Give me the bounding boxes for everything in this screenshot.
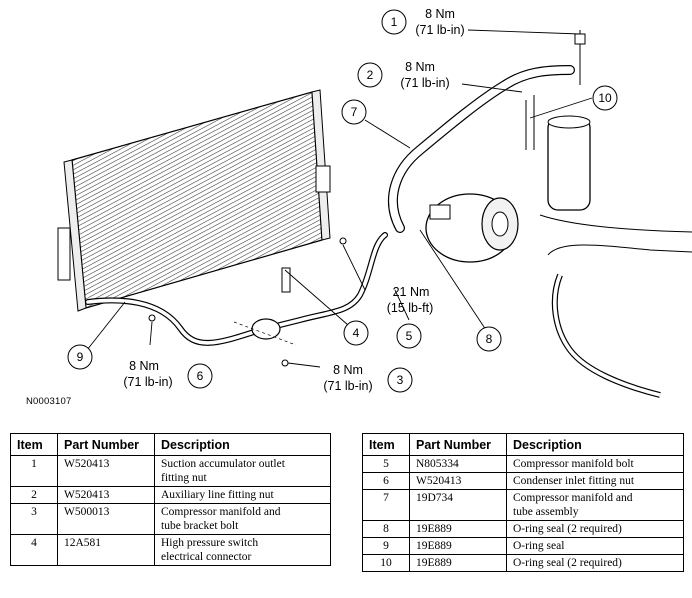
table-row: 10 19E889 O-ring seal (2 required) <box>362 554 684 572</box>
table-row: 9 19E889 O-ring seal <box>362 537 684 555</box>
description-line: Compressor manifold and <box>161 506 281 518</box>
callout-2: 2 8 Nm (71 lb-in) <box>357 60 450 90</box>
figure-id: N0003107 <box>26 396 72 407</box>
description-line: Compressor manifold and <box>513 492 633 504</box>
header-part-number: Part Number <box>409 433 507 456</box>
item-cell: 9 <box>362 537 410 555</box>
description-cell: Compressor manifold bolt <box>506 455 684 473</box>
compressor <box>425 193 519 263</box>
callout-6-torque: 8 Nm <box>129 359 159 373</box>
callout-3: 3 8 Nm (71 lb-in) <box>323 363 413 393</box>
callout-2-number: 2 <box>367 68 374 82</box>
description-cell: Condenser inlet fitting nut <box>506 472 684 490</box>
callout-6-number: 6 <box>197 369 204 383</box>
part-number-cell: N805334 <box>409 455 507 473</box>
description-line: fitting nut <box>161 472 207 484</box>
ac-system-diagram: 1 8 Nm (71 lb-in) 2 8 Nm (71 lb-in) 3 8 … <box>57 7 692 398</box>
table-header-row: Item Part Number Description <box>10 433 331 456</box>
header-part-number: Part Number <box>57 433 155 456</box>
item-cell: 10 <box>362 554 410 572</box>
part-number-cell: 19E889 <box>409 537 507 555</box>
condenser <box>57 89 331 312</box>
callout-4: 4 <box>343 320 369 346</box>
callout-1-torque: 8 Nm <box>425 7 455 21</box>
callout-10-number: 10 <box>598 91 612 105</box>
callout-5-torque: 21 Nm <box>393 285 430 299</box>
item-cell: 6 <box>362 472 410 490</box>
description-line: tube assembly <box>513 506 579 518</box>
description-cell: Suction accumulator outlet fitting nut <box>154 455 331 487</box>
part-number-cell: 12A581 <box>57 534 155 566</box>
description-cell: O-ring seal (2 required) <box>506 554 684 572</box>
item-cell: 5 <box>362 455 410 473</box>
table-row: 1 W520413 Suction accumulator outlet fitt… <box>10 455 331 487</box>
part-number-cell: 19E889 <box>409 554 507 572</box>
callout-2-torque-alt: (71 lb-in) <box>400 76 449 90</box>
callout-8-number: 8 <box>486 332 493 346</box>
callout-2-torque: 8 Nm <box>405 60 435 74</box>
part-number-cell: W520413 <box>57 455 155 487</box>
item-cell: 1 <box>10 455 58 487</box>
part-number-cell: 19D734 <box>409 489 507 521</box>
item-cell: 4 <box>10 534 58 566</box>
item-cell: 7 <box>362 489 410 521</box>
item-cell: 2 <box>10 486 58 504</box>
description-line: High pressure switch <box>161 537 259 549</box>
callout-7: 7 <box>341 99 367 125</box>
callout-3-number: 3 <box>397 373 404 387</box>
table-row: 2 W520413 Auxiliary line fitting nut <box>10 486 331 504</box>
description-cell: Compressor manifold and tube bracket bolt <box>154 503 331 535</box>
part-number-cell: W500013 <box>57 503 155 535</box>
callout-4-number: 4 <box>353 326 360 340</box>
table-header-row: Item Part Number Description <box>362 433 684 456</box>
description-cell: Compressor manifold and tube assembly <box>506 489 684 521</box>
suction-accumulator <box>525 95 591 211</box>
item-cell: 8 <box>362 520 410 538</box>
callout-1-torque-alt: (71 lb-in) <box>415 23 464 37</box>
part-number-cell: W520413 <box>57 486 155 504</box>
table-row: 6 W520413 Condenser inlet fitting nut <box>362 472 684 490</box>
callout-1: 1 8 Nm (71 lb-in) <box>381 7 465 37</box>
part-number-cell: W520413 <box>409 472 507 490</box>
callout-7-number: 7 <box>351 105 358 119</box>
table-row: 7 19D734 Compressor manifold and tube ass… <box>362 489 684 521</box>
leader-lines <box>86 29 593 368</box>
header-item: Item <box>10 433 58 456</box>
table-row: 4 12A581 High pressure switch electrical … <box>10 534 331 566</box>
description-line: Suction accumulator outlet <box>161 458 285 470</box>
callout-1-number: 1 <box>391 15 398 29</box>
parts-table-right: Item Part Number Description 5 N805334 C… <box>362 433 684 572</box>
item-cell: 3 <box>10 503 58 535</box>
description-cell: Auxiliary line fitting nut <box>154 486 331 504</box>
parts-table-left: Item Part Number Description 1 W520413 S… <box>10 433 331 566</box>
callout-6: 6 8 Nm (71 lb-in) <box>123 359 213 389</box>
description-cell: O-ring seal <box>506 537 684 555</box>
header-description: Description <box>154 433 331 456</box>
pressure-switch <box>281 267 291 293</box>
header-description: Description <box>506 433 684 456</box>
callout-9: 9 <box>67 344 93 370</box>
callout-9-number: 9 <box>77 350 84 364</box>
table-row: 3 W500013 Compressor manifold and tube br… <box>10 503 331 535</box>
callout-5-number: 5 <box>406 329 413 343</box>
description-line: tube bracket bolt <box>161 520 239 532</box>
description-cell: O-ring seal (2 required) <box>506 520 684 538</box>
callout-6-torque-alt: (71 lb-in) <box>123 375 172 389</box>
callout-3-torque: 8 Nm <box>333 363 363 377</box>
description-line: electrical connector <box>161 551 252 563</box>
part-number-cell: 19E889 <box>409 520 507 538</box>
inline-filter <box>251 318 281 340</box>
callout-5-torque-alt: (15 lb-ft) <box>387 301 434 315</box>
header-item: Item <box>362 433 410 456</box>
table-row: 5 N805334 Compressor manifold bolt <box>362 455 684 473</box>
callout-8: 8 <box>476 326 502 352</box>
callout-5: 5 21 Nm (15 lb-ft) <box>387 285 434 349</box>
callout-10: 10 <box>592 85 618 111</box>
table-row: 8 19E889 O-ring seal (2 required) <box>362 520 684 538</box>
description-cell: High pressure switch electrical connector <box>154 534 331 566</box>
callout-3-torque-alt: (71 lb-in) <box>323 379 372 393</box>
